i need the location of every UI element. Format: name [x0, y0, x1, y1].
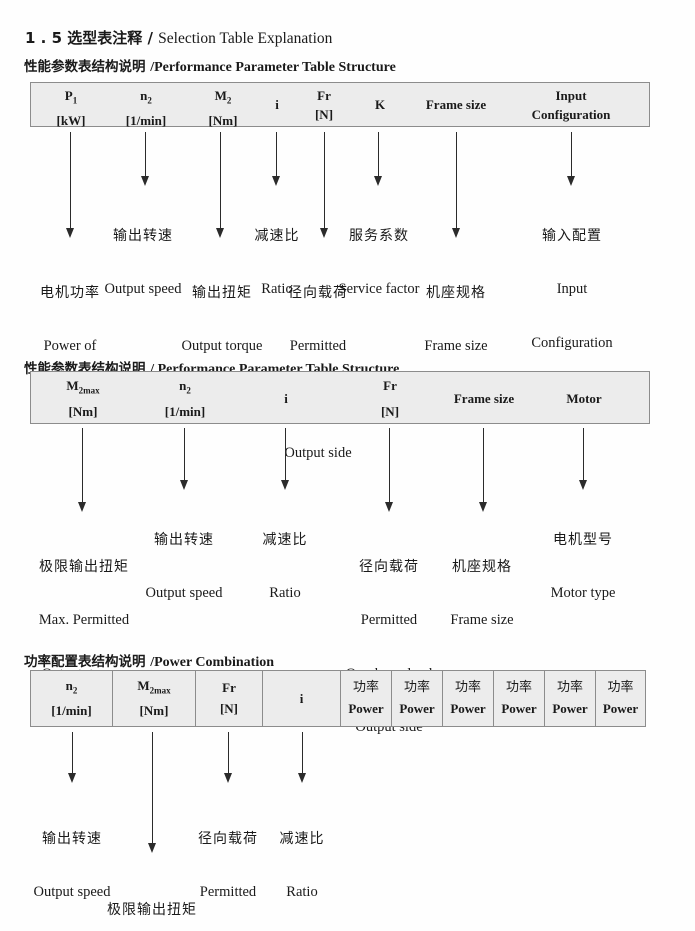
arrowhead-icon	[374, 176, 382, 186]
section3-heading-zh: 功率配置表结构说明	[24, 654, 151, 670]
down-arrow-i	[281, 428, 289, 490]
arrowhead-icon	[320, 228, 328, 238]
table1-col-m2: M2 [Nm]	[208, 88, 238, 128]
arrowhead-icon	[224, 773, 232, 783]
callout-ratio: 减速比 Ratio	[254, 228, 300, 297]
down-arrow-p1	[66, 132, 74, 238]
page-title-zh: 1 . 5 选型表注释 /	[25, 29, 159, 47]
section1-heading: 性能参数表结构说明 /Performance Parameter Table S…	[8, 37, 396, 94]
down-arrow-input-configuration	[567, 132, 575, 186]
arrowhead-icon	[272, 176, 280, 186]
section3-heading-en: /Power Combination	[150, 655, 275, 670]
down-arrow-i	[298, 732, 306, 783]
table3-col-power-4: 功率 Power	[494, 671, 545, 726]
arrowhead-icon	[479, 502, 487, 512]
callout-input-configuration: 输入配置 Input Configuration	[531, 228, 613, 351]
callout-ratio: 减速比 Ratio	[262, 532, 308, 601]
section1-heading-zh: 性能参数表结构说明	[24, 59, 151, 75]
table3-col-fr: Fr [N]	[196, 671, 263, 726]
table1-col-p1: P1 [kW]	[56, 88, 86, 128]
table3-col-m2max: M2max [Nm]	[113, 671, 196, 726]
down-arrow-m2max	[148, 732, 156, 853]
table1-col-fr: Fr [N]	[314, 88, 334, 122]
arrowhead-icon	[281, 480, 289, 490]
arrowhead-icon	[180, 480, 188, 490]
down-arrow-fr	[385, 428, 393, 512]
arrowhead-icon	[579, 480, 587, 490]
table3-col-power-3: 功率 Power	[443, 671, 494, 726]
callout-frame-size: 机座规格 Frame size	[424, 285, 488, 354]
page-title-en: Selection Table Explanation	[158, 30, 333, 47]
callout-output-torque: 输出扭矩 Output torque	[181, 285, 263, 354]
table3-col-i: i	[263, 671, 341, 726]
callout-output-speed: 输出转速 Output speed	[104, 228, 182, 297]
table1-col-n2: n2 [1/min]	[125, 88, 167, 128]
table2-col-i: i	[284, 391, 288, 406]
table2-col-motor: Motor	[566, 391, 602, 406]
callout-output-speed: 输出转速 Output speed	[145, 532, 223, 601]
down-arrow-n2	[141, 132, 149, 186]
arrowhead-icon	[141, 176, 149, 186]
table2-col-n2: n2 [1/min]	[164, 378, 206, 419]
down-arrow-frame-size	[452, 132, 460, 238]
arrowhead-icon	[216, 228, 224, 238]
callout-max-output-torque: 极限输出扭矩 Max. Permitted Output torque	[107, 902, 197, 918]
table2-performance-header: M2max [Nm] n2 [1/min] i Fr [N] Frame siz…	[30, 371, 650, 424]
arrowhead-icon	[78, 502, 86, 512]
table1-col-input-configuration: Input Configuration	[531, 88, 611, 122]
table3-col-power-5: 功率 Power	[545, 671, 596, 726]
down-arrow-n2	[180, 428, 188, 490]
down-arrow-n2	[68, 732, 76, 783]
arrowhead-icon	[452, 228, 460, 238]
arrowhead-icon	[68, 773, 76, 783]
table1-col-k: K	[374, 97, 386, 112]
down-arrow-k	[374, 132, 382, 186]
arrowhead-icon	[66, 228, 74, 238]
section3-heading: 功率配置表结构说明 /Power Combination	[8, 632, 274, 689]
down-arrow-i	[272, 132, 280, 186]
down-arrow-fr	[320, 132, 328, 238]
callout-output-speed: 输出转速 Output speed	[33, 831, 111, 900]
callout-overhung-load: 径向载荷 Permitted Overhung load Output side	[197, 831, 258, 900]
down-arrow-m2	[216, 132, 224, 238]
table3-col-n2: n2 [1/min]	[31, 671, 113, 726]
down-arrow-frame-size	[479, 428, 487, 512]
table3-col-power-6: 功率 Power	[602, 680, 639, 716]
callout-overhung-load: 径向载荷 Permitted Overhung load Output side	[346, 559, 433, 735]
section1-heading-en: /Performance Parameter Table Structure	[150, 60, 396, 75]
down-arrow-motor	[579, 428, 587, 490]
table3-col-power-1: 功率 Power	[341, 671, 392, 726]
arrowhead-icon	[385, 502, 393, 512]
table1-performance-header: P1 [kW] n2 [1/min] M2 [Nm] i Fr [N] K Fr…	[30, 82, 650, 128]
down-arrow-m2max	[78, 428, 86, 512]
table1-col-i: i	[275, 97, 279, 112]
table2-col-m2max: M2max [Nm]	[66, 378, 100, 419]
table1-col-frame-size: Frame size	[425, 97, 487, 112]
callout-ratio: 减速比 Ratio	[279, 831, 325, 900]
table3-power-combination-header: n2 [1/min] M2max [Nm] Fr [N] i 功率 Power …	[30, 670, 646, 727]
arrowhead-icon	[567, 176, 575, 186]
down-arrow-fr	[224, 732, 232, 783]
arrowhead-icon	[148, 843, 156, 853]
arrowhead-icon	[298, 773, 306, 783]
table2-col-fr: Fr [N]	[380, 378, 400, 419]
table2-col-frame-size: Frame size	[453, 391, 515, 406]
callout-frame-size: 机座规格 Frame size	[450, 559, 514, 628]
callout-service-factor: 服务系数 Service factor	[338, 228, 420, 297]
table3-col-power-2: 功率 Power	[392, 671, 443, 726]
callout-motor-type: 电机型号 Motor type	[550, 532, 616, 601]
page-title: 1 . 5 选型表注释 / Selection Table Explanatio…	[10, 10, 332, 65]
table3-row: n2 [1/min] M2max [Nm] Fr [N] i 功率 Power …	[31, 671, 645, 726]
